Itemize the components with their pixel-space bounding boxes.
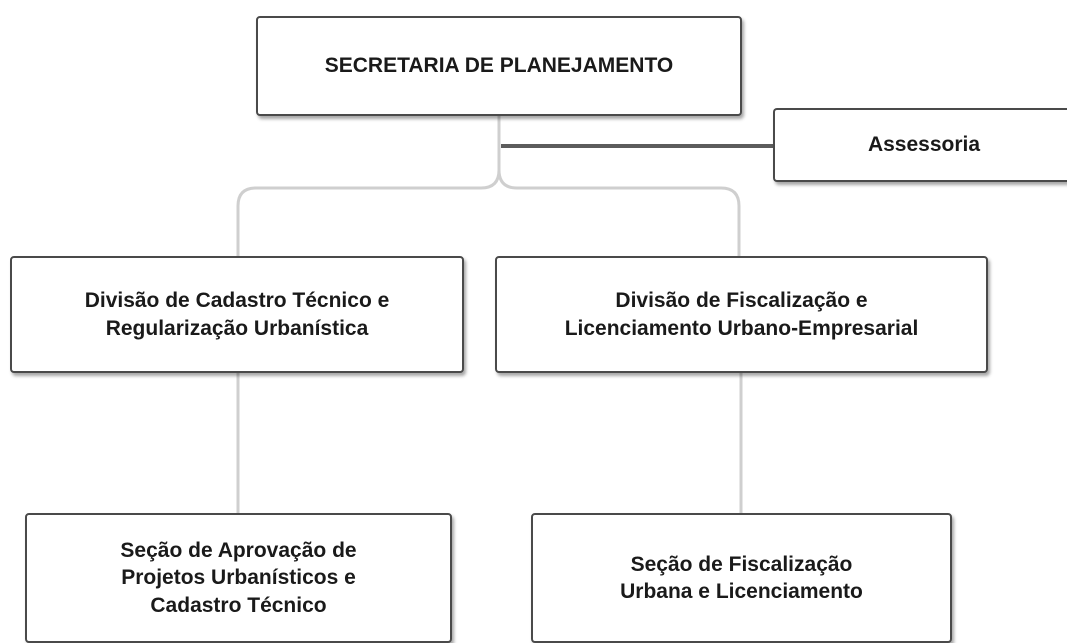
- connector-lines: [236, 116, 773, 513]
- connector-branch-left: [236, 169, 501, 256]
- connector-branch-right: [497, 169, 741, 256]
- node-divisao-cadastro: Divisão de Cadastro Técnico e Regulariza…: [10, 256, 464, 373]
- node-assessoria: Assessoria: [773, 108, 1067, 182]
- node-secao-fiscalizacao: Seção de Fiscalização Urbana e Licenciam…: [531, 513, 952, 643]
- node-secao-aprovacao: Seção de Aprovação de Projetos Urbanísti…: [25, 513, 452, 643]
- node-secretaria: SECRETARIA DE PLANEJAMENTO: [256, 16, 742, 116]
- node-divisao-fiscalizacao: Divisão de Fiscalização e Licenciamento …: [495, 256, 988, 373]
